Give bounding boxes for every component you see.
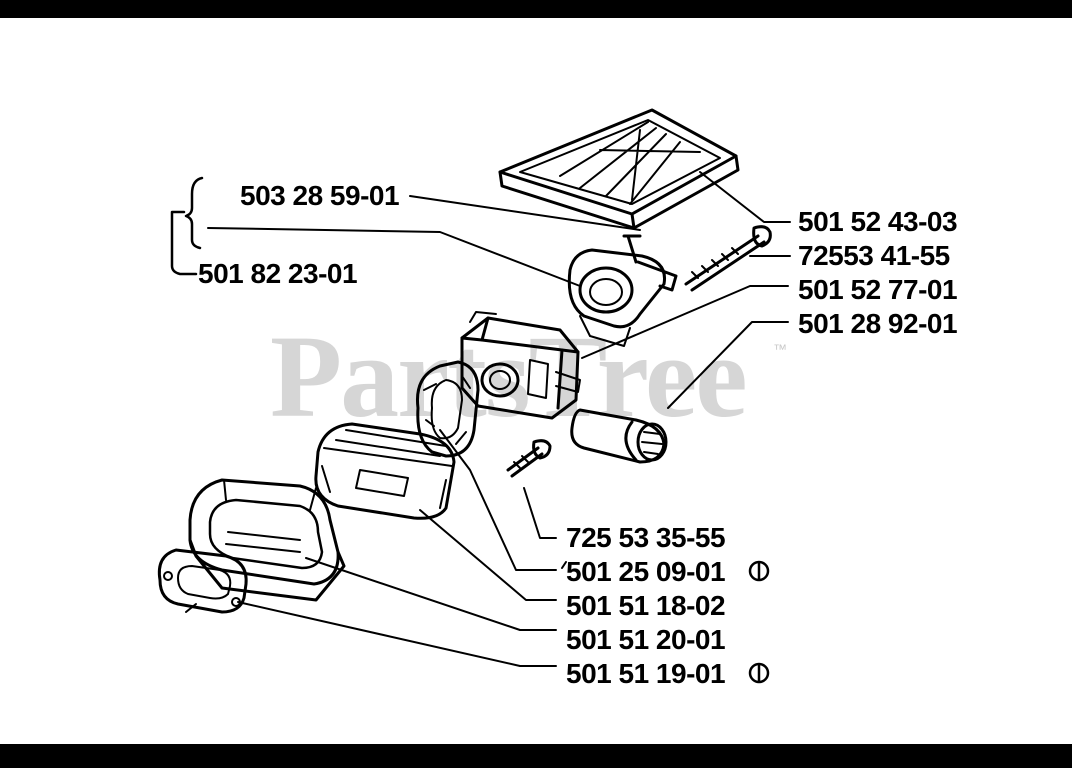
air-box-part [188,478,346,602]
label-intake-adapter: 501 52 77-01 [798,274,958,305]
fuel-filter-part [570,408,668,464]
filter-bolt-part [684,225,772,292]
label-filter-bolt: 72553 41-55 [798,240,950,271]
air-filter-part [498,108,740,230]
label-fuel-filter: 501 28 92-01 [798,308,958,339]
carb-screw-part [506,439,552,478]
label-air-box: 501 51 20-01 [566,624,726,655]
label-carb-gasket: 501 25 09-01 [566,556,726,587]
carburetor-base-part [314,422,456,520]
label-carburetor-base: 501 51 18-02 [566,590,726,621]
frame-top-band [0,0,1072,18]
intake-gasket-part [157,548,248,614]
kit-bracket [170,176,204,276]
leader-lines [207,171,791,667]
label-adapter-kit-lower: 501 82 23-01 [198,258,358,289]
label-adapter-kit-upper: 503 28 59-01 [240,180,400,211]
carb-gasket-part [415,360,480,458]
trademark-symbol: ™ [773,341,787,357]
note-circle-icon [748,560,770,582]
label-intake-gasket: 501 51 19-01 [566,658,726,689]
intake-adapter-part [567,234,678,347]
scan-noise [185,561,567,613]
label-air-filter: 501 52 43-03 [798,206,958,237]
carburetor-part [460,311,581,420]
frame-bottom-band [0,744,1072,768]
note-circle-icon [748,662,770,684]
label-carb-screw: 725 53 35-55 [566,522,726,553]
